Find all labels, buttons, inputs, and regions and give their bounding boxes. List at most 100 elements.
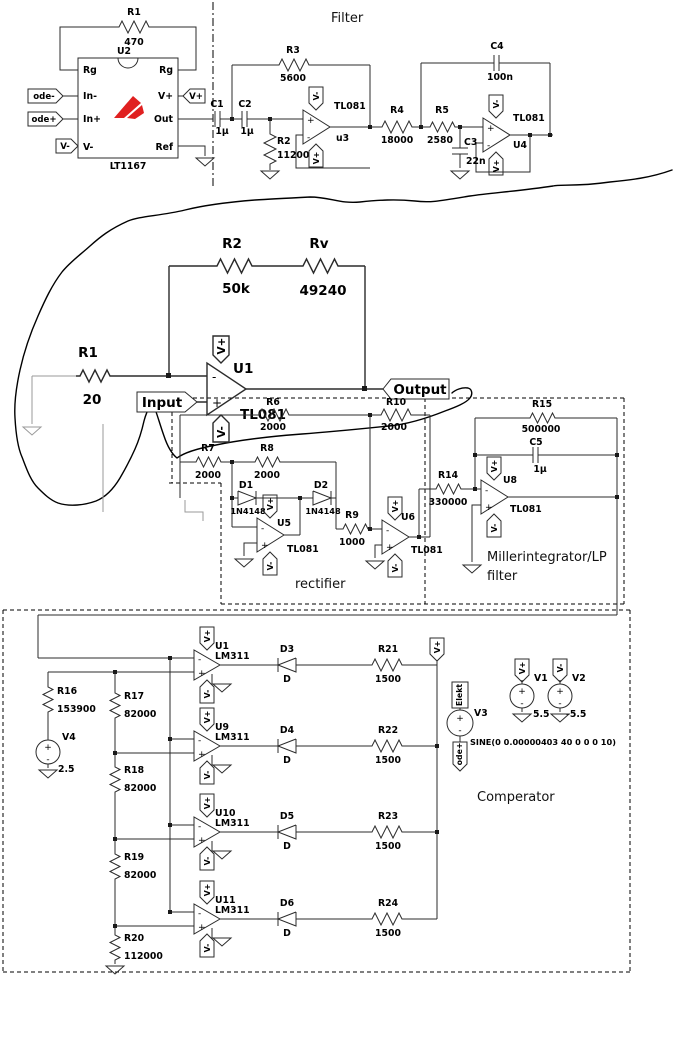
svg-text:SINE(0 0.00000403 40 0 0 0 10): SINE(0 0.00000403 40 0 0 0 10) (470, 737, 616, 747)
svg-text:R15: R15 (532, 399, 552, 410)
ground-ref (195, 157, 215, 167)
svg-text:11200: 11200 (277, 150, 310, 161)
svg-text:TL081: TL081 (411, 545, 443, 556)
svg-text:-: - (198, 655, 201, 665)
resistor-r23[interactable]: R23 1500 (367, 811, 407, 852)
ground-c3 (450, 170, 470, 180)
port-electrode-minus[interactable]: ode- (27, 88, 64, 104)
resistor-r7[interactable]: R7 2000 (192, 443, 224, 481)
svg-text:D5: D5 (280, 811, 294, 822)
resistor-r3[interactable]: R3 5600 (274, 45, 314, 84)
vsource-v4[interactable]: + - V4 2.5 (35, 732, 76, 775)
svg-text:V-: V- (266, 562, 275, 571)
opamp-u3[interactable]: + - V- V+ TL081 u3 (302, 86, 366, 168)
opamp-u5[interactable]: - + V+ V- U5 TL081 (256, 494, 319, 576)
ground-v4 (38, 769, 58, 779)
pin-vm: V- (83, 142, 94, 153)
comparator-u10[interactable]: - + V+ V- U10 LM311 (193, 793, 250, 871)
resistor-r9[interactable]: R9 1000 (339, 510, 371, 548)
svg-text:V-: V- (216, 426, 228, 438)
vsource-v3[interactable]: + - Elekt ode+ V3 SINE(0 0.00000403 40 0… (446, 681, 616, 772)
svg-text:-: - (261, 524, 264, 534)
svg-text:R24: R24 (378, 898, 399, 909)
flag-vminus-u2[interactable]: V- (55, 138, 79, 154)
cap-c4[interactable]: C4 100n (487, 41, 513, 83)
resistor-r1-top[interactable]: R1 470 (114, 7, 154, 48)
cap-c2[interactable]: C2 1µ (238, 99, 253, 137)
resistor-r18[interactable]: R18 82000 (109, 763, 157, 795)
svg-text:TL081: TL081 (334, 101, 366, 112)
svg-text:1µ: 1µ (215, 126, 228, 137)
svg-text:V+: V+ (203, 884, 212, 897)
resistor-r6[interactable]: R6 2000 (254, 397, 294, 433)
svg-text:D2: D2 (314, 480, 328, 491)
comparator-u9[interactable]: - + V+ V- U9 LM311 (193, 707, 250, 785)
svg-text:D3: D3 (280, 644, 294, 655)
diode-d6[interactable]: D6 D (277, 898, 297, 939)
resistor-r1-inset[interactable]: R1 20 (75, 345, 115, 408)
comparator-u1[interactable]: - + V+ V- U1 LM311 (193, 626, 250, 704)
svg-text:330000: 330000 (429, 497, 468, 508)
svg-text:V-: V- (492, 100, 501, 109)
resistor-r20[interactable]: R20 112000 (109, 931, 163, 963)
svg-text:+: + (212, 396, 222, 410)
svg-text:-: - (198, 909, 201, 919)
resistor-r22[interactable]: R22 1500 (367, 725, 407, 766)
port-input[interactable]: Input (136, 391, 198, 413)
resistor-r8[interactable]: R8 2000 (251, 443, 283, 481)
resistor-r14[interactable]: R14 330000 (429, 470, 468, 508)
diode-d1[interactable]: D1 1N4148 (230, 480, 266, 516)
flag-vplus-rail[interactable]: V+ (429, 637, 445, 662)
diode-d2[interactable]: D2 1N4148 (305, 480, 341, 516)
resistor-r4[interactable]: R4 18000 (377, 105, 417, 146)
resistor-r19[interactable]: R19 82000 (109, 850, 157, 882)
diode-d4[interactable]: D4 D (277, 725, 297, 766)
resistor-r24[interactable]: R24 1500 (367, 898, 407, 939)
svg-text:V-: V- (312, 92, 321, 101)
svg-text:1500: 1500 (375, 755, 401, 766)
resistor-rv-inset[interactable]: Rv 49240 (297, 236, 346, 299)
resistor-r10[interactable]: R10 2000 (376, 397, 416, 433)
title-comparator: Comperator (477, 790, 555, 805)
svg-text:V+: V+ (266, 498, 275, 511)
svg-text:R16: R16 (57, 686, 77, 697)
flag-vplus-u2[interactable]: V+ (182, 88, 206, 104)
svg-text:ode+: ode+ (31, 115, 56, 125)
resistor-r21[interactable]: R21 1500 (367, 644, 407, 685)
svg-text:R23: R23 (378, 811, 398, 822)
svg-text:V+: V+ (203, 711, 212, 724)
resistor-r15[interactable]: R15 500000 (522, 399, 561, 435)
resistor-r2-filter[interactable]: R2 11200 (263, 129, 310, 169)
svg-text:-: - (307, 133, 310, 143)
svg-text:V-: V- (60, 142, 70, 152)
cap-c3[interactable]: C3 22n (452, 137, 486, 167)
opamp-u4[interactable]: + - V- V+ TL081 U4 (482, 94, 545, 176)
svg-text:V+: V+ (216, 338, 228, 355)
inset-section: R1 20 R2 50k Rv 49240 - + V+ V- U1 TL081… (22, 236, 450, 443)
vsource-v1[interactable]: + - V+ V1 5.5 (509, 658, 549, 720)
port-electrode-plus[interactable]: ode+ (27, 111, 64, 127)
cap-c1[interactable]: C1 1µ (210, 99, 228, 137)
resistor-r5[interactable]: R5 2580 (426, 105, 458, 146)
svg-text:1N4148: 1N4148 (305, 506, 341, 516)
svg-text:2000: 2000 (381, 422, 407, 433)
resistor-r17[interactable]: R17 82000 (109, 689, 157, 721)
ground-r2 (260, 170, 280, 180)
ground-v1 (512, 713, 532, 723)
opamp-u6[interactable]: - + V+ V- U6 TL081 (381, 496, 443, 578)
ic-u2-lt1167[interactable]: U2 LT1167 Rg In- In+ V- Rg V+ Out Ref (77, 46, 179, 172)
opamp-u8[interactable]: - + V+ V- U8 TL081 (480, 456, 542, 538)
pin-inm: In- (83, 91, 97, 102)
label-r1: R1 (127, 7, 141, 18)
vsource-v2[interactable]: + - V- V2 -5.5 (547, 658, 586, 720)
svg-text:U1: U1 (215, 641, 229, 652)
cap-c5[interactable]: C5 1µ (529, 437, 546, 475)
diode-d3[interactable]: D3 D (277, 644, 297, 685)
resistor-r16[interactable]: R16 153900 (42, 683, 96, 715)
comparator-u11[interactable]: - + V+ V- U11 LM311 (193, 880, 250, 958)
port-output[interactable]: Output (382, 378, 450, 400)
svg-text:V+: V+ (433, 641, 442, 654)
rectifier-section: rectifier R6 2000 R10 2000 R7 2000 R8 20… (102, 397, 481, 592)
resistor-r2-inset[interactable]: R2 50k (211, 236, 257, 297)
diode-d5[interactable]: D5 D (277, 811, 297, 852)
